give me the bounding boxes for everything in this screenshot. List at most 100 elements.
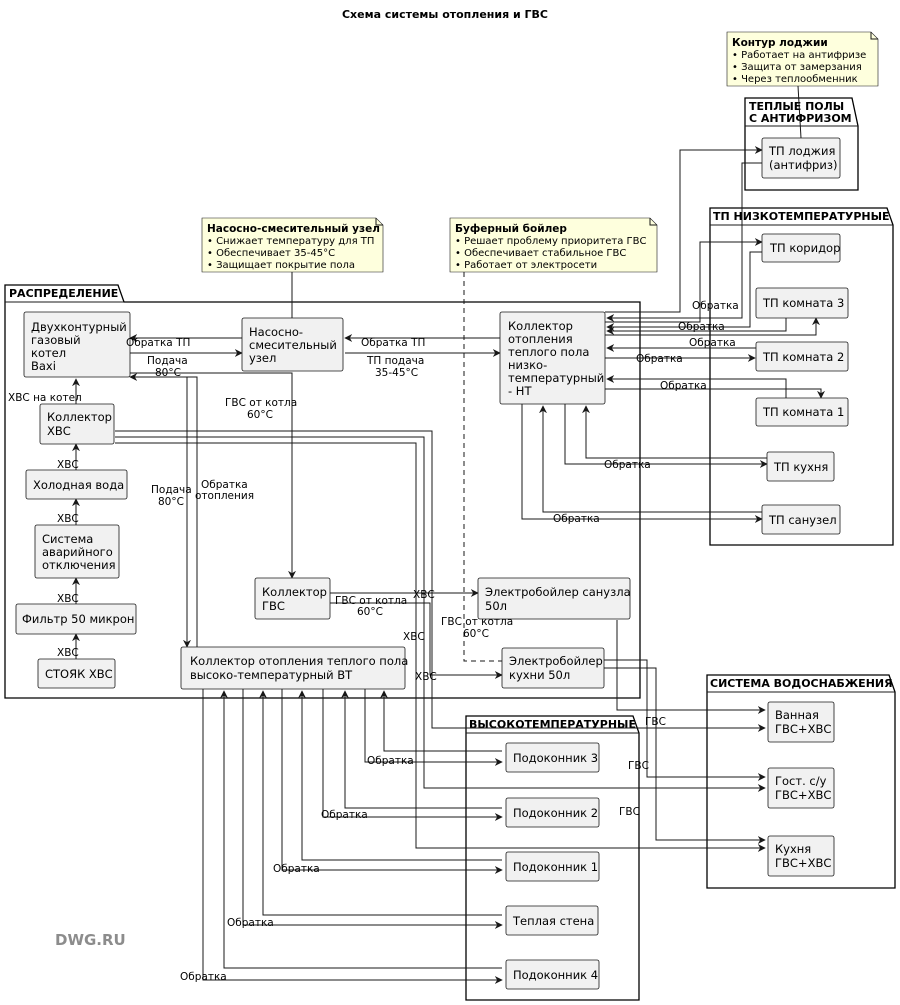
node-eboiler-bath-text: 50л [485,599,507,613]
label-tp-podacha: ТП подача [366,355,424,367]
note-loggia-item: • Работает на антифризе [732,50,866,61]
label-hvs: ХВС [57,647,79,659]
node-collector-gvs-text: ГВС [262,599,285,613]
package-water-label: СИСТЕМА ВОДОСНАБЖЕНИЯ [710,677,893,690]
label-gvs: ГВС [645,716,666,728]
node-collector-hvs: Коллектор ХВС [39,403,115,445]
label-obratka: Обратка [553,513,600,525]
note-loggia-title: Контур лоджии [732,37,828,49]
node-tp-room2-text: ТП комната 2 [762,350,844,364]
node-kitchen-text: Кухня [775,842,811,856]
node-collector-nt-text: теплого пола [508,345,589,359]
note-buffer-item: • Решает проблему приоритета ГВС [455,236,646,247]
label-obratka: Обратка [367,755,414,767]
note-mixing-title: Насосно-смесительный узел [207,223,380,235]
node-collector-hvs-text: ХВС [47,424,71,438]
package-high-temp-label: ВЫСОКОТЕМПЕРАТУРНЫЕ [469,718,636,731]
node-sill2: Подоконник 2 [505,797,600,828]
node-bath: Ванная ГВС+ХВС [767,701,835,743]
label-gvs-ot-kotla: ГВС от котла [335,595,407,607]
node-mixing-text: Насосно- [249,325,303,339]
node-boiler-text: газовый [31,333,81,347]
node-guest-wc: Гост. с/у ГВС+ХВС [767,767,835,809]
node-warm-wall: Теплая стена [505,905,599,936]
node-collector-nt-text: - НТ [508,384,532,398]
node-eboiler-bath-text: Электробойлер санузла [485,585,631,599]
label-obratka-otopleniya: Обратка [201,479,248,491]
node-boiler-text: Двухконтурный [31,320,127,334]
label-gvs-ot-kotla-temp: 60°C [463,628,489,640]
note-buffer-title: Буферный бойлер [455,223,567,235]
label-gvs: ГВС [628,760,649,772]
note-loggia: Контур лоджии • Работает на антифризе • … [726,31,879,139]
diagram-title: Схема системы отопления и ГВС [342,8,548,21]
node-tp-corridor: ТП коридор [761,233,841,263]
node-tp-room3-text: ТП комната 3 [762,296,844,310]
label-gvs-ot-kotla-temp: 60°C [357,606,383,618]
node-sill3: Подоконник 3 [505,742,600,773]
node-sill1-text: Подоконник 1 [513,860,598,874]
label-hvs: ХВС [413,589,435,601]
node-guest-wc-text: ГВС+ХВС [775,788,831,802]
node-emergency-text: аварийного [42,545,113,559]
node-tp-room2: ТП комната 2 [755,341,849,372]
label-obratka: Обратка [604,459,651,471]
label-obratka-tp: Обратка ТП [361,337,425,349]
node-collector-nt-text: температурный [508,371,604,385]
label-gvs-ot-kotla: ГВС от котла [441,616,513,628]
node-filter: Фильтр 50 микрон [15,603,137,635]
node-collector-nt-text: отопления [508,332,573,346]
package-water: СИСТЕМА ВОДОСНАБЖЕНИЯ [706,674,896,889]
label-obratka: Обратка [636,353,683,365]
node-tp-room1: ТП комната 1 [755,397,849,427]
label-hvs: ХВС [57,459,79,471]
label-obratka-otopleniya-2: отопления [195,490,254,502]
node-mixing: Насосно- смесительный узел [241,317,344,372]
node-collector-vt-text: высоко-температурный ВТ [190,668,353,682]
node-warm-wall-text: Теплая стена [512,914,594,928]
note-buffer: Буферный бойлер • Решает проблему приори… [449,217,658,273]
connector-labels: Обратка ТП Подача 80°C Обратка ТП ТП под… [8,300,739,983]
node-tp-loggia-text: ТП лоджия [768,144,835,158]
node-tp-room1-text: ТП комната 1 [762,405,844,419]
node-cold-water-text: Холодная вода [33,478,124,492]
node-bath-text: Ванная [775,708,819,722]
node-collector-nt: Коллектор отопления теплого пола низко- … [499,311,606,405]
node-tp-bathroom-text: ТП санузел [768,513,837,527]
node-emergency-text: отключения [42,558,116,572]
label-obratka: Обратка [321,809,368,821]
node-eboiler-bath: Электробойлер санузла 50л [477,577,631,620]
watermark: DWG.RU [55,931,126,949]
node-emergency: Система аварийного отключения [34,524,120,579]
node-riser-text: СТОЯК ХВС [45,667,113,681]
node-tp-bathroom: ТП санузел [761,504,841,535]
node-boiler-text: Baxi [31,359,56,373]
package-tp-low: ТП НИЗКОТЕМПЕРАТУРНЫЕ [709,207,894,546]
node-sill2-text: Подоконник 2 [513,806,598,820]
package-distribution-label: РАСПРЕДЕЛЕНИЕ [9,287,118,300]
label-gvs: ГВС [619,806,640,818]
label-hvs: ХВС [57,593,79,605]
label-obratka: Обратка [227,917,274,929]
connectors [72,146,825,984]
label-hvs: ХВС [403,631,425,643]
node-tp-corridor-text: ТП коридор [769,241,840,255]
node-boiler-text: котел [31,346,66,360]
note-buffer-item: • Работает от электросети [455,260,597,271]
node-mixing-text: узел [249,351,276,365]
node-eboiler-kitchen-text: кухни 50л [509,668,570,682]
label-podacha: Подача [147,355,188,367]
label-obratka-tp: Обратка ТП [126,337,190,349]
label-obratka: Обратка [678,321,725,333]
node-guest-wc-text: Гост. с/у [775,774,827,788]
label-gvs-ot-kotla: ГВС от котла [225,397,297,409]
note-buffer-link [463,272,503,662]
note-mixing-item: • Защищает покрытие пола [207,260,355,271]
label-tp-podacha-temp: 35-45°C [375,367,418,379]
package-tp-antifreeze: ТЕПЛЫЕ ПОЛЫ С АНТИФРИЗОМ [744,97,859,191]
note-mixing-item: • Снижает температуру для ТП [207,236,374,247]
node-cold-water: Холодная вода [25,469,128,500]
label-obratka: Обратка [692,300,739,312]
label-hvs-na-kotel: ХВС на котел [8,392,82,404]
